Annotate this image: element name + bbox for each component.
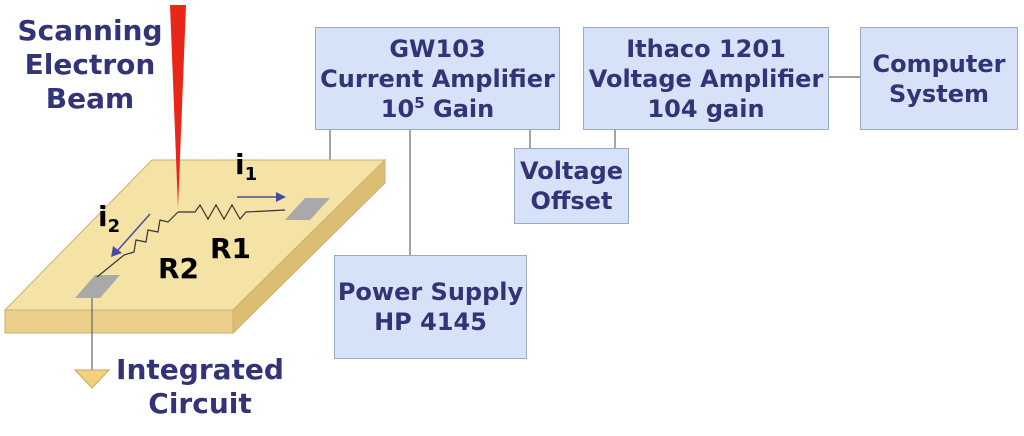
chip-label-line-1: Integrated: [116, 353, 284, 386]
integrated-circuit-label: Integrated Circuit: [110, 353, 290, 421]
computer-system-box[interactable]: Computer System: [860, 27, 1018, 130]
arrow-i1-head: [276, 192, 286, 202]
resistor-r2-label: R2: [158, 252, 200, 285]
current-amplifier-model: GW103: [389, 34, 486, 63]
electron-beam: [170, 5, 186, 208]
electron-beam-label: Scanning Electron Beam: [10, 14, 170, 116]
voltage-amplifier-box[interactable]: Ithaco 1201 Voltage Amplifier 104 gain: [583, 27, 829, 130]
voltage-offset-box[interactable]: Voltage Offset: [514, 148, 629, 224]
gain-text: Gain: [424, 94, 495, 123]
contact-pad-left: [75, 275, 120, 298]
current-amplifier-box[interactable]: GW103 Current Amplifier 105 Gain: [315, 27, 560, 130]
voltage-amplifier-gain: 104 gain: [647, 94, 765, 123]
voltage-offset-line-1: Voltage: [519, 157, 624, 185]
voltage-offset-line-2: Offset: [530, 187, 613, 215]
ground-connection: [73, 298, 111, 389]
contact-pad-right: [285, 198, 330, 220]
power-supply-line-2: HP 4145: [374, 308, 487, 336]
beam-label-line-2: Electron: [24, 48, 156, 81]
computer-system-line-2: System: [889, 79, 989, 108]
chip-side-face: [232, 158, 386, 335]
current-i2-label: i2: [98, 200, 120, 236]
power-supply-line-1: Power Supply: [337, 278, 524, 306]
chip-label-line-2: Circuit: [148, 387, 252, 420]
gain-exponent: 5: [414, 93, 425, 112]
current-i1-subscript: 1: [244, 164, 258, 185]
arrow-i2-head: [111, 246, 122, 257]
resistor-r1-label: R1: [210, 232, 252, 265]
arrow-i2-shaft: [117, 213, 151, 251]
voltage-amplifier-type: Voltage Amplifier: [588, 64, 824, 93]
ground-icon: [73, 369, 111, 389]
computer-system-line-1: Computer: [872, 49, 1006, 78]
integrated-circuit-chip: [3, 158, 387, 335]
voltage-amplifier-model: Ithaco 1201: [626, 34, 786, 63]
current-amplifier-gain: 105 Gain: [381, 94, 494, 124]
current-i1-symbol: i: [235, 148, 245, 181]
current-i2-subscript: 2: [107, 216, 121, 237]
current-arrows: [111, 192, 286, 257]
chip-front-face: [4, 309, 234, 334]
resistor-network: [96, 203, 286, 278]
current-amplifier-type: Current Amplifier: [320, 64, 555, 93]
resistor-r1: [178, 203, 286, 221]
current-i2-symbol: i: [98, 200, 108, 233]
current-i1-label: i1: [235, 148, 257, 184]
resistor-r2: [96, 211, 179, 278]
beam-label-line-1: Scanning: [17, 14, 163, 47]
power-supply-box[interactable]: Power Supply HP 4145: [334, 255, 527, 359]
beam-label-line-3: Beam: [45, 82, 135, 115]
gain-base: 10: [380, 94, 415, 123]
